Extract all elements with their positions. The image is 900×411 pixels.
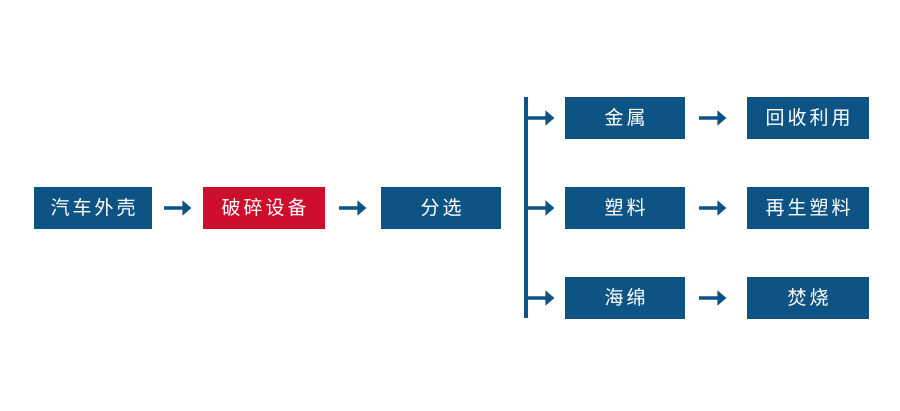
branch-arrow-right-icon-sponge xyxy=(527,288,555,308)
node-input-car-shell[interactable]: 汽车外壳 xyxy=(34,187,152,229)
arrow-right-icon-sponge-to-incineration xyxy=(699,288,727,308)
node-branch-plastic[interactable]: 塑料 xyxy=(565,187,685,229)
node-output-recycle-reuse[interactable]: 回收利用 xyxy=(747,97,869,139)
branch-trunk-line xyxy=(524,97,528,318)
node-branch-sponge[interactable]: 海绵 xyxy=(565,277,685,319)
arrow-right-icon-crusher-to-sorting xyxy=(339,198,367,218)
node-sorting[interactable]: 分选 xyxy=(381,187,501,229)
node-branch-metal[interactable]: 金属 xyxy=(565,97,685,139)
arrow-right-icon-metal-to-recycle xyxy=(699,108,727,128)
arrow-right-icon-plastic-to-regenerated xyxy=(699,198,727,218)
node-crusher-equipment[interactable]: 破碎设备 xyxy=(203,187,325,229)
node-output-incineration[interactable]: 焚烧 xyxy=(747,277,869,319)
node-output-regenerated-plastic[interactable]: 再生塑料 xyxy=(747,187,869,229)
branch-arrow-right-icon-plastic xyxy=(527,198,555,218)
arrow-right-icon-input-to-crusher xyxy=(164,198,192,218)
branch-arrow-right-icon-metal xyxy=(527,108,555,128)
